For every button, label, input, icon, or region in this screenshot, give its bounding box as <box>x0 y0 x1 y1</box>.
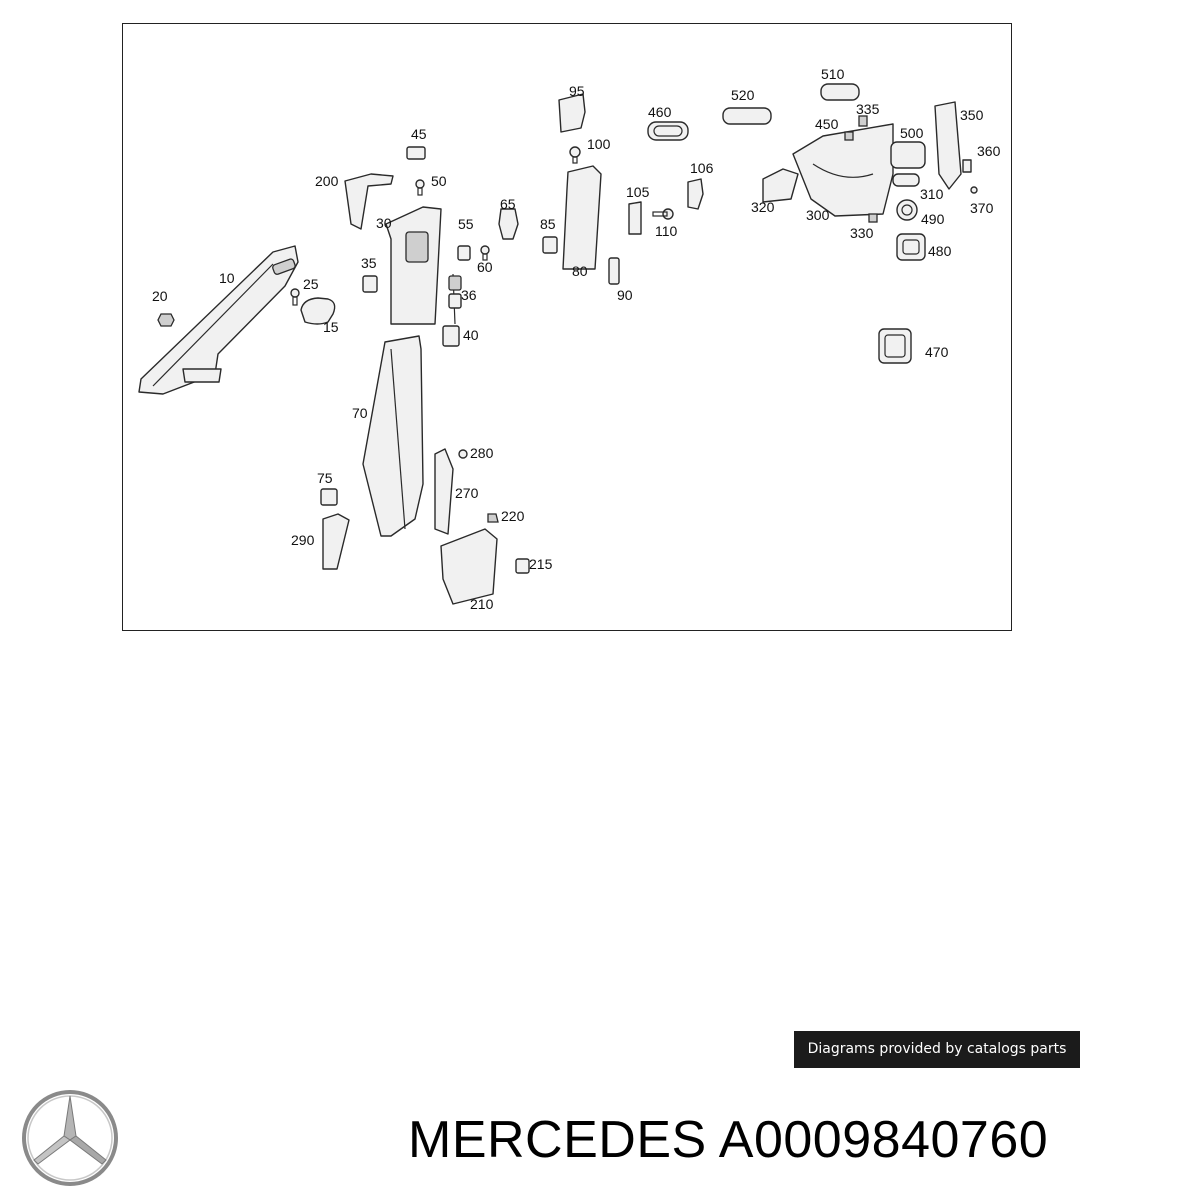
callout-300: 300 <box>806 207 830 223</box>
callout-310: 310 <box>920 186 944 202</box>
page-title: MERCEDES A0009840760 <box>408 1111 1049 1169</box>
parts-diagram: 10 15 20 25 30 35 36 40 45 50 55 60 65 7… <box>122 23 1012 631</box>
callout-500: 500 <box>900 125 924 141</box>
part-30-shape <box>385 206 442 325</box>
callout-20: 20 <box>152 288 168 304</box>
callout-100: 100 <box>587 136 611 152</box>
callout-70: 70 <box>352 405 368 421</box>
callout-510: 510 <box>821 66 845 82</box>
callout-320: 320 <box>751 199 775 215</box>
callout-280: 280 <box>470 445 494 461</box>
callout-460: 460 <box>648 104 672 120</box>
callout-110: 110 <box>655 223 678 239</box>
callout-350: 350 <box>960 107 984 123</box>
callout-105: 105 <box>626 184 650 200</box>
callout-36: 36 <box>461 287 477 303</box>
callout-290: 290 <box>291 532 315 548</box>
part-70-shape <box>362 335 424 537</box>
blank-panel <box>122 631 1080 1071</box>
callout-75: 75 <box>317 470 333 486</box>
credit-badge: Diagrams provided by catalogs parts <box>794 1031 1080 1068</box>
callout-60: 60 <box>477 259 493 275</box>
mercedes-star-icon <box>22 1090 118 1186</box>
callout-370: 370 <box>970 200 994 216</box>
callout-200: 200 <box>315 173 339 189</box>
callout-40: 40 <box>463 327 479 343</box>
part-300-shape <box>792 123 894 217</box>
callout-330: 330 <box>850 225 874 241</box>
callout-80: 80 <box>572 263 588 279</box>
callout-490: 490 <box>921 211 945 227</box>
callout-210: 210 <box>470 596 494 612</box>
callout-360: 360 <box>977 143 1001 159</box>
callout-45: 45 <box>411 126 427 142</box>
callout-520: 520 <box>731 87 755 103</box>
callout-480: 480 <box>928 243 952 259</box>
callout-30: 30 <box>376 215 392 231</box>
callout-65: 65 <box>500 196 516 212</box>
callout-25: 25 <box>303 276 319 292</box>
callout-90: 90 <box>617 287 633 303</box>
callout-106: 106 <box>690 160 714 176</box>
callout-50: 50 <box>431 173 447 189</box>
callout-450: 450 <box>815 116 839 132</box>
callout-10: 10 <box>219 270 235 286</box>
callout-335: 335 <box>856 101 880 117</box>
parts-illustration <box>138 83 978 605</box>
callout-55: 55 <box>458 216 474 232</box>
callout-35: 35 <box>361 255 377 271</box>
part-80-shape <box>562 165 602 270</box>
callout-470: 470 <box>925 344 949 360</box>
callout-215: 215 <box>529 556 553 572</box>
callout-270: 270 <box>455 485 479 501</box>
callout-85: 85 <box>540 216 556 232</box>
callout-95: 95 <box>569 83 585 99</box>
callout-15: 15 <box>323 319 339 335</box>
callout-220: 220 <box>501 508 525 524</box>
